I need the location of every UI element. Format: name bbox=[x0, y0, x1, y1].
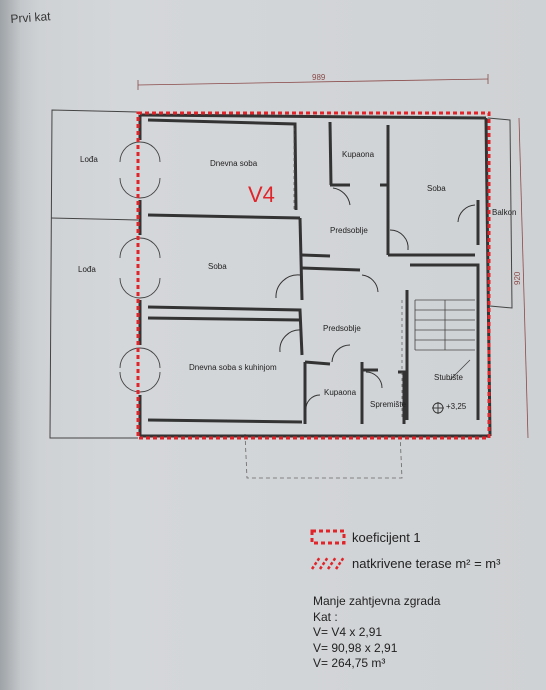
room-dnevna-soba: Dnevna soba bbox=[210, 159, 258, 168]
room-lodja-top: Lođa bbox=[80, 155, 98, 164]
coefficient-boundary bbox=[136, 111, 491, 440]
room-kupaona-bottom: Kupaona bbox=[324, 388, 357, 397]
room-predsoblje-bottom: Predsoblje bbox=[323, 324, 361, 333]
walls bbox=[138, 113, 492, 438]
balcony-frame bbox=[487, 117, 513, 309]
level-marker bbox=[432, 402, 444, 414]
room-kupaona-top: Kupaona bbox=[342, 150, 375, 159]
room-balkon: Balkon bbox=[492, 208, 516, 217]
calc-line: V= 90,98 x 2,91 bbox=[313, 640, 398, 655]
calc-line: Manje zahtjevna zgrada bbox=[313, 594, 441, 608]
calc-line: Kat : bbox=[313, 609, 338, 624]
calc-line: V= 264,75 m³ bbox=[313, 656, 386, 670]
calc-line: V= V4 x 2,91 bbox=[313, 625, 383, 639]
room-stubiste: Stubište bbox=[434, 373, 463, 382]
doors bbox=[275, 187, 476, 411]
width-dimension-label: 989 bbox=[312, 73, 326, 82]
height-dimension bbox=[518, 117, 529, 439]
width-dimension bbox=[137, 74, 489, 90]
legend-label: natkrivene terase m² = m³ bbox=[352, 555, 501, 571]
room-lodja-bottom: Lođa bbox=[78, 265, 96, 274]
height-dimension-label: 920 bbox=[513, 271, 522, 285]
terrace-outline bbox=[244, 433, 403, 479]
zone-label: V4 bbox=[248, 182, 275, 207]
legend: koeficijent 1 natkrivene terase m² = m³ bbox=[310, 524, 500, 576]
book-spine-shadow bbox=[0, 0, 20, 690]
legend-label: koeficijent 1 bbox=[352, 529, 421, 545]
terrace-swatch bbox=[310, 556, 346, 570]
staircase bbox=[414, 299, 475, 381]
room-soba-right: Soba bbox=[427, 184, 446, 193]
legend-item: koeficijent 1 bbox=[310, 524, 500, 550]
lodja-doors bbox=[119, 141, 161, 393]
room-predsoblje-top: Predsoblje bbox=[330, 226, 368, 235]
level-value: +3,25 bbox=[446, 402, 467, 411]
coefficient-swatch bbox=[310, 529, 346, 545]
floor-plan: 989 920 bbox=[49, 73, 529, 479]
room-dnevna-kuhinja: Dnevna soba s kuhinjom bbox=[189, 363, 277, 372]
room-spremiste: Spremište bbox=[370, 400, 407, 409]
legend-item: natkrivene terase m² = m³ bbox=[310, 550, 500, 576]
lodja-frame bbox=[49, 109, 139, 439]
volume-calculation: Manje zahtjevna zgrada Kat : V= V4 x 2,9… bbox=[313, 594, 440, 672]
room-soba-middle: Soba bbox=[208, 262, 227, 271]
dashed-lines bbox=[293, 128, 403, 420]
